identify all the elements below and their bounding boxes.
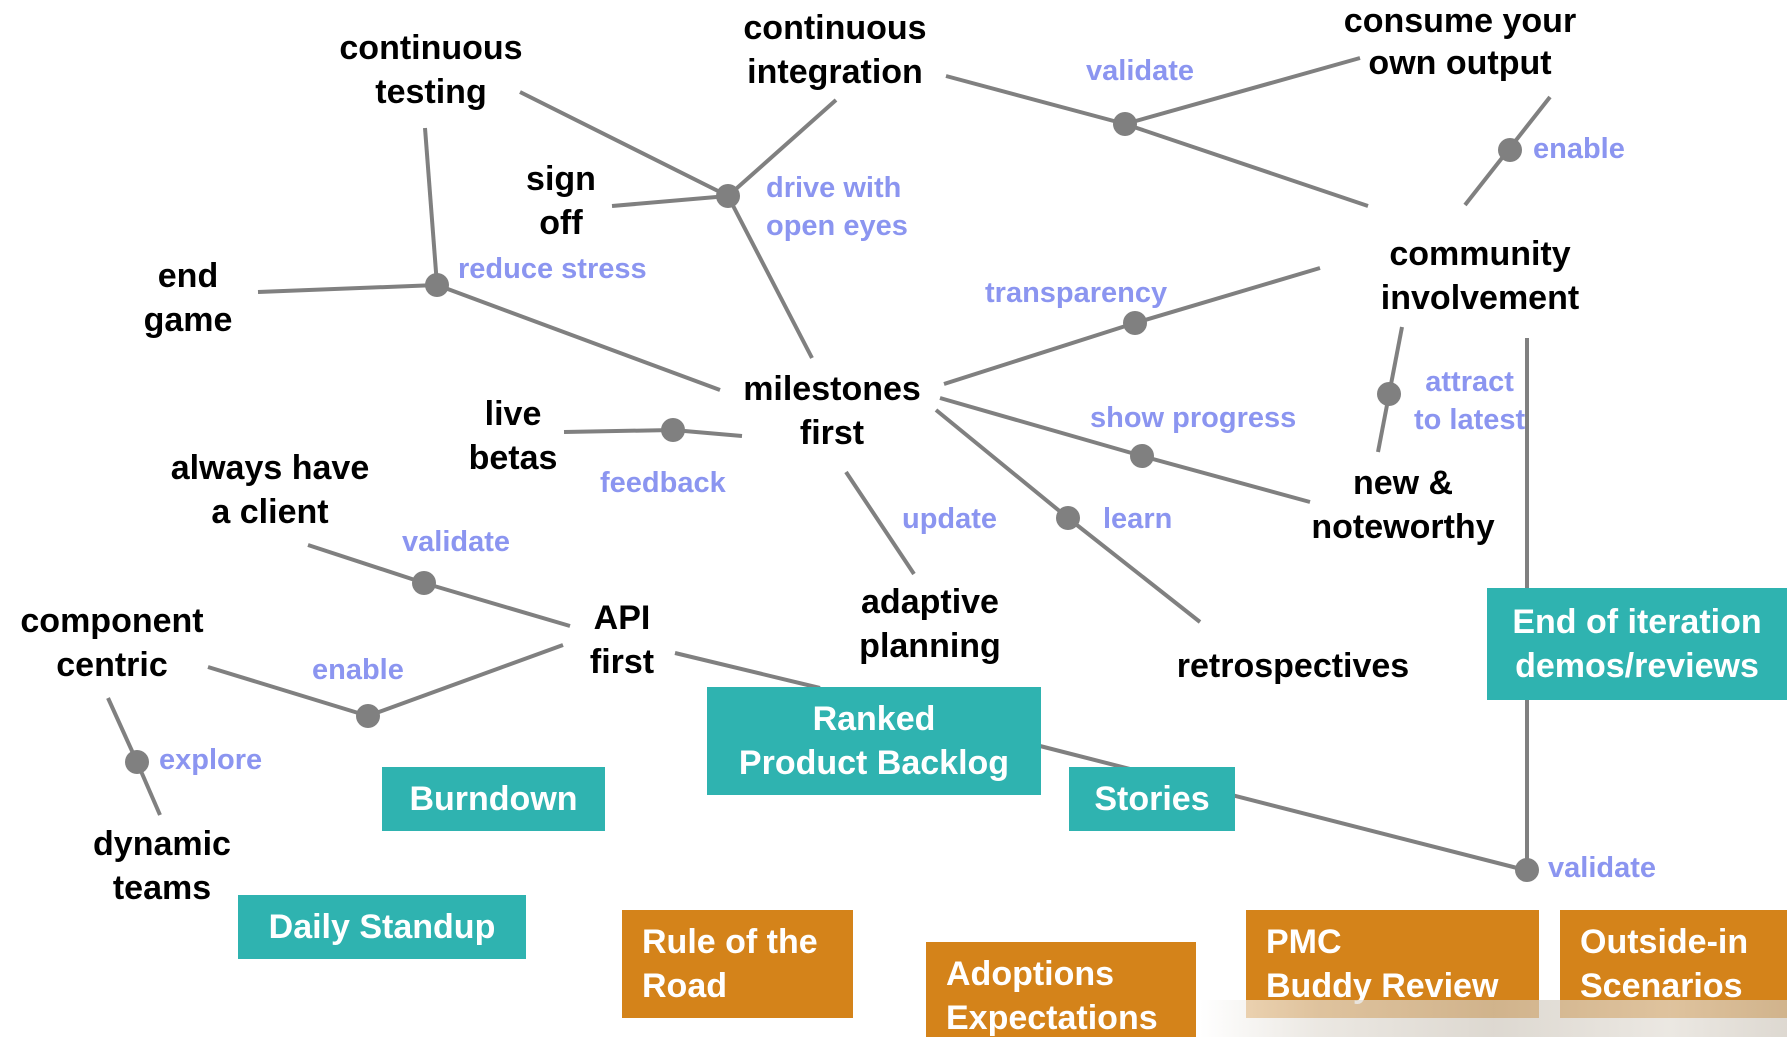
rule-adoptions-expectations: Adoptions Expectations (926, 942, 1196, 1037)
relation-node (356, 704, 380, 728)
edge (1134, 266, 1321, 325)
relation-enable-top: enable (1533, 133, 1625, 165)
practice-stories: Stories (1069, 767, 1235, 831)
concept-always-have-a-client: always have a client (170, 449, 370, 531)
relation-reduce-stress: reduce stress (458, 253, 647, 285)
relation-explore: explore (159, 744, 263, 776)
concept-component-centric: component centric (20, 602, 204, 684)
edge (1066, 516, 1202, 624)
edge (943, 321, 1136, 386)
relation-transparency: transparency (985, 277, 1168, 309)
edge (1124, 122, 1369, 208)
edge (934, 408, 1070, 520)
edge (423, 581, 571, 628)
relation-attract-to-latest: attract to latest (1414, 366, 1526, 436)
edge (726, 195, 814, 359)
relation-node (1056, 506, 1080, 530)
relation-node (661, 418, 685, 442)
edge (207, 665, 369, 718)
concept-sign-off: sign off (526, 160, 596, 242)
relation-drive-with-open-eyes: drive with open eyes (766, 172, 908, 242)
practice-ranked-product-backlog: Ranked Product Backlog (707, 687, 1041, 795)
relation-node (1130, 444, 1154, 468)
edge (367, 643, 564, 718)
edge (945, 74, 1126, 126)
concept-dynamic-teams: dynamic teams (93, 825, 231, 907)
edge (1124, 56, 1361, 126)
edge (519, 90, 729, 198)
edge (257, 283, 438, 294)
relation-node (425, 273, 449, 297)
relation-node (1515, 858, 1539, 882)
concept-retrospectives: retrospectives (1176, 647, 1410, 685)
concept-milestones-first: milestones first (743, 370, 921, 452)
relation-validate-top: validate (1086, 55, 1194, 87)
relation-node (412, 571, 436, 595)
relation-validate-client: validate (402, 526, 510, 558)
edge (1039, 744, 1526, 872)
concept-api-first: API first (589, 599, 655, 681)
relation-node (1123, 311, 1147, 335)
edge (563, 428, 674, 434)
relation-learn: learn (1103, 503, 1173, 535)
edge (844, 470, 916, 576)
relation-enable-component: enable (312, 654, 404, 686)
relation-show-progress: show progress (1090, 402, 1297, 434)
concept-live-betas: live betas (468, 395, 558, 477)
edge (436, 283, 721, 392)
concept-continuous-testing: continuous testing (339, 29, 523, 111)
decorative-photo-strip (1200, 1000, 1787, 1037)
practice-end-of-iteration-demos: End of iteration demos/reviews (1487, 588, 1787, 700)
concept-continuous-integration: continuous integration (743, 9, 927, 91)
relation-node (1498, 138, 1522, 162)
practice-daily-standup: Daily Standup (238, 895, 526, 959)
relation-update: update (902, 503, 998, 535)
relation-node (1113, 112, 1137, 136)
concept-community-involvement: community involvement (1380, 235, 1580, 317)
edge (726, 98, 838, 198)
edge (611, 194, 729, 208)
relation-node (125, 750, 149, 774)
relation-node (1377, 382, 1401, 406)
rule-of-the-road: Rule of the Road (622, 910, 853, 1018)
practice-burndown: Burndown (382, 767, 605, 831)
edge (423, 127, 439, 286)
edge (674, 651, 821, 690)
edge (307, 543, 425, 585)
concept-consume-your-own-output: consume your own output (1343, 2, 1577, 82)
concept-new-and-noteworthy: new & noteworthy (1311, 464, 1495, 546)
relation-validate-bottom: validate (1548, 852, 1656, 884)
concept-end-game: end game (143, 257, 233, 339)
relation-feedback: feedback (600, 467, 726, 499)
edge (939, 396, 1143, 458)
edge (1141, 454, 1311, 504)
relation-node (716, 184, 740, 208)
concept-adaptive-planning: adaptive planning (859, 583, 1001, 665)
